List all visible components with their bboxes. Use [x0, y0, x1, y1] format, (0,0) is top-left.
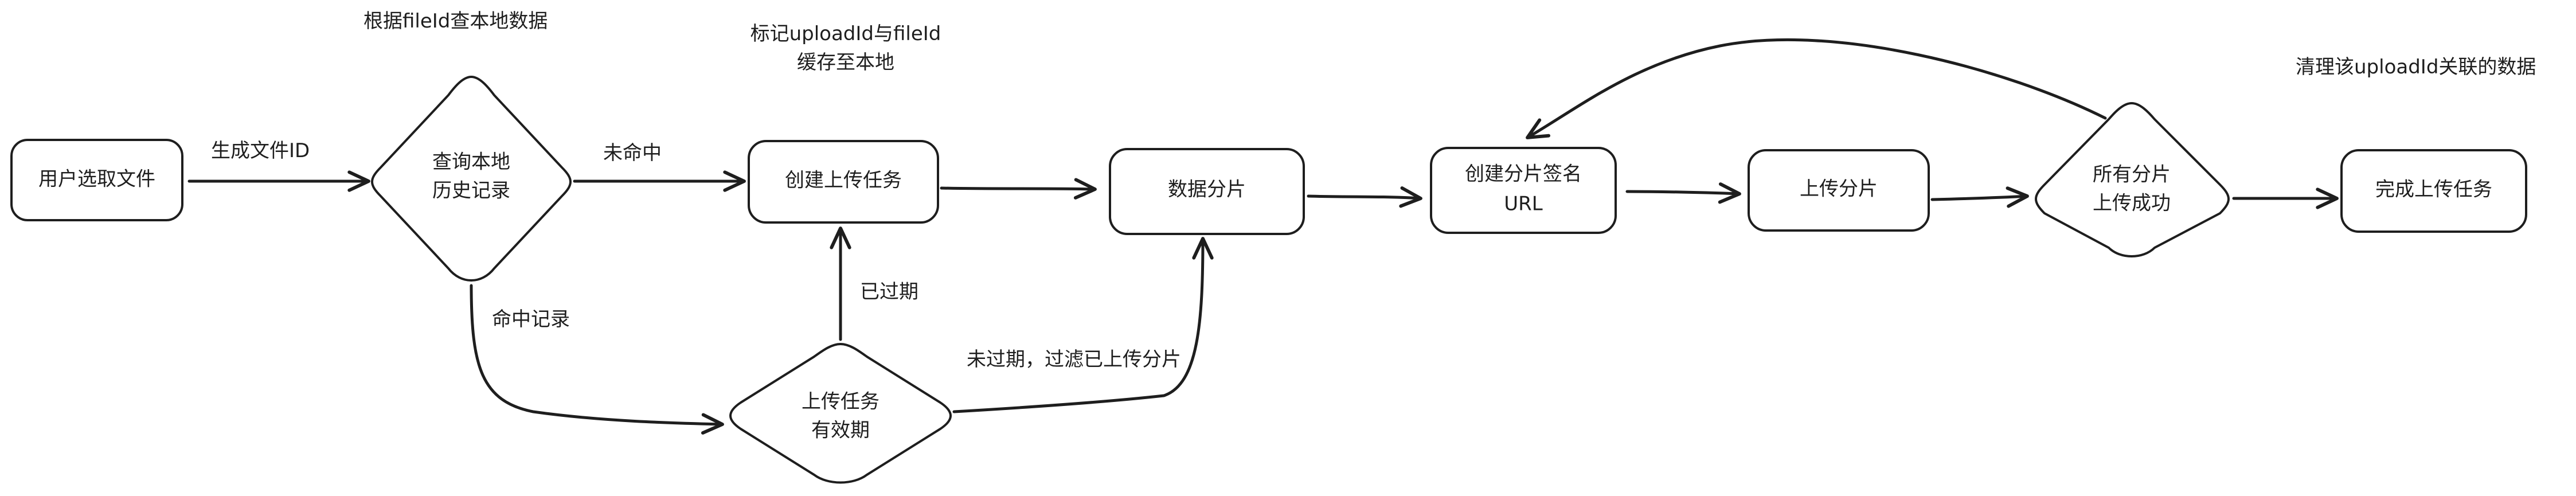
node-create-sign-url-line1: 创建分片签名 [1465, 163, 1582, 186]
node-chunk-data: 数据分片 [1109, 148, 1305, 235]
node-all-chunks-done-line2: 上传成功 [2093, 192, 2171, 215]
node-all-chunks-done-line1: 所有分片 [2093, 163, 2171, 186]
node-chunk-data-label: 数据分片 [1168, 178, 1246, 201]
edge-label-not-expired: 未过期，过滤已上传分片 [967, 348, 1181, 371]
note-query-by-file-id: 根据fileId查本地数据 [363, 10, 548, 33]
node-task-valid: 上传任务 有效期 [729, 343, 952, 484]
node-query-history-line1: 查询本地 [432, 151, 510, 174]
node-select-file: 用户选取文件 [10, 139, 183, 221]
node-task-valid-line2: 有效期 [811, 419, 870, 442]
node-upload-chunk: 上传分片 [1748, 149, 1930, 232]
node-all-chunks-done: 所有分片 上传成功 [2035, 102, 2230, 257]
edge-chunk-to-sign [1307, 186, 1422, 208]
node-query-history: 查询本地 历史记录 [371, 76, 572, 282]
note-mark-upload-line1: 标记uploadId与fileId [750, 22, 941, 45]
node-query-history-line2: 历史记录 [432, 179, 510, 202]
node-task-valid-line1: 上传任务 [802, 390, 879, 413]
note-mark-upload-line2: 缓存至本地 [797, 51, 894, 74]
edge-upload-to-check [1930, 186, 2029, 208]
node-create-task-label: 创建上传任务 [785, 169, 902, 192]
node-select-file-label: 用户选取文件 [38, 168, 155, 191]
edge-label-hit-record: 命中记录 [492, 308, 570, 331]
node-create-sign-url-line2: URL [1504, 193, 1543, 216]
edge-valid-to-chunk [952, 237, 1214, 413]
edge-query-to-valid [470, 284, 724, 435]
edge-create-to-chunk [940, 178, 1097, 200]
edge-label-gen-file-id: 生成文件ID [211, 139, 310, 162]
edge-retry-loop [1526, 38, 2107, 139]
edge-label-miss: 未命中 [603, 142, 662, 165]
node-finish-task: 完成上传任务 [2340, 149, 2527, 233]
node-upload-chunk-label: 上传分片 [1800, 178, 1878, 201]
note-cleanup: 清理该uploadId关联的数据 [2296, 56, 2536, 79]
node-create-task: 创建上传任务 [748, 140, 939, 224]
node-finish-task-label: 完成上传任务 [2375, 178, 2492, 201]
edge-sign-to-upload [1625, 182, 1741, 204]
edge-label-expired: 已过期 [860, 280, 918, 303]
node-create-sign-url: 创建分片签名 URL [1430, 147, 1617, 234]
